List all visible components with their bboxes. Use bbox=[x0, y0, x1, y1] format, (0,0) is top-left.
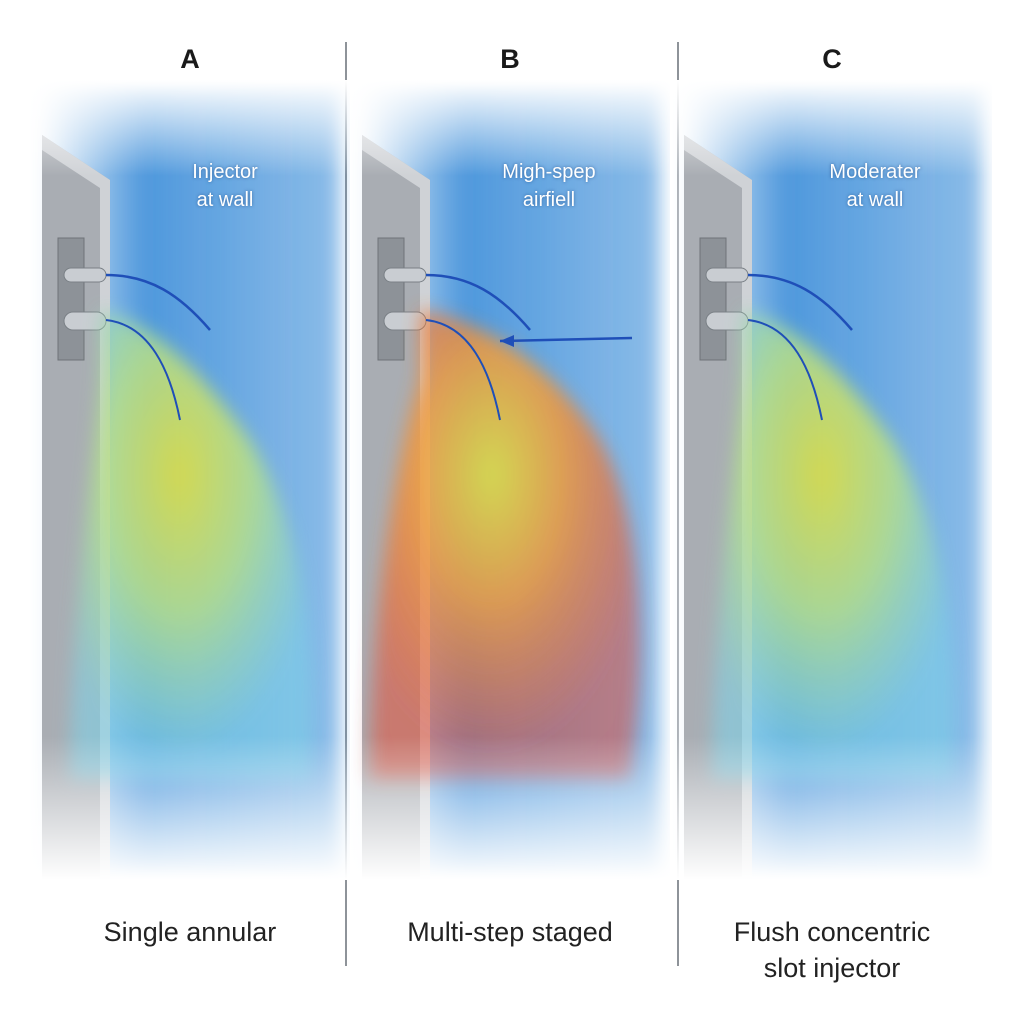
panel-caption: Multi-step staged bbox=[350, 914, 670, 950]
panel-a: A Injector at wall Single annular bbox=[30, 0, 350, 1024]
panel-letter: C bbox=[822, 44, 842, 74]
caption-line-2: slot injector bbox=[763, 953, 901, 983]
panel-letter: B bbox=[500, 44, 520, 74]
panel-caption: Flush concentric slot injector bbox=[672, 914, 992, 986]
overlay-line-2: at wall bbox=[846, 189, 904, 211]
panel-c: C Moderater at wall Flush concentric slo… bbox=[672, 0, 992, 1024]
flow-illustration bbox=[350, 80, 670, 880]
overlay-line-2: airfiell bbox=[522, 189, 576, 211]
overlay-line-1: Migh-spep bbox=[502, 161, 596, 183]
caption-line-1: Flush concentric bbox=[733, 917, 931, 947]
flow-illustration bbox=[672, 80, 992, 880]
panel-letter: A bbox=[180, 44, 200, 74]
overlay-label: Injector at wall bbox=[125, 158, 325, 214]
caption-line-1: Single annular bbox=[103, 917, 277, 947]
overlay-line-2: at wall bbox=[196, 189, 254, 211]
overlay-line-1: Injector bbox=[192, 161, 258, 183]
panel-caption: Single annular bbox=[30, 914, 350, 950]
edge-fade bbox=[350, 80, 670, 880]
overlay-label: Moderater at wall bbox=[775, 158, 975, 214]
edge-fade bbox=[30, 80, 350, 880]
overlay-label: Migh-spep airfiell bbox=[449, 158, 649, 214]
flow-illustration bbox=[30, 80, 350, 880]
caption-line-1: Multi-step staged bbox=[407, 917, 613, 947]
overlay-line-1: Moderater bbox=[829, 161, 921, 183]
edge-fade bbox=[672, 80, 992, 880]
panel-b: B Migh-spep airfiell Multi-step staged bbox=[350, 0, 670, 1024]
